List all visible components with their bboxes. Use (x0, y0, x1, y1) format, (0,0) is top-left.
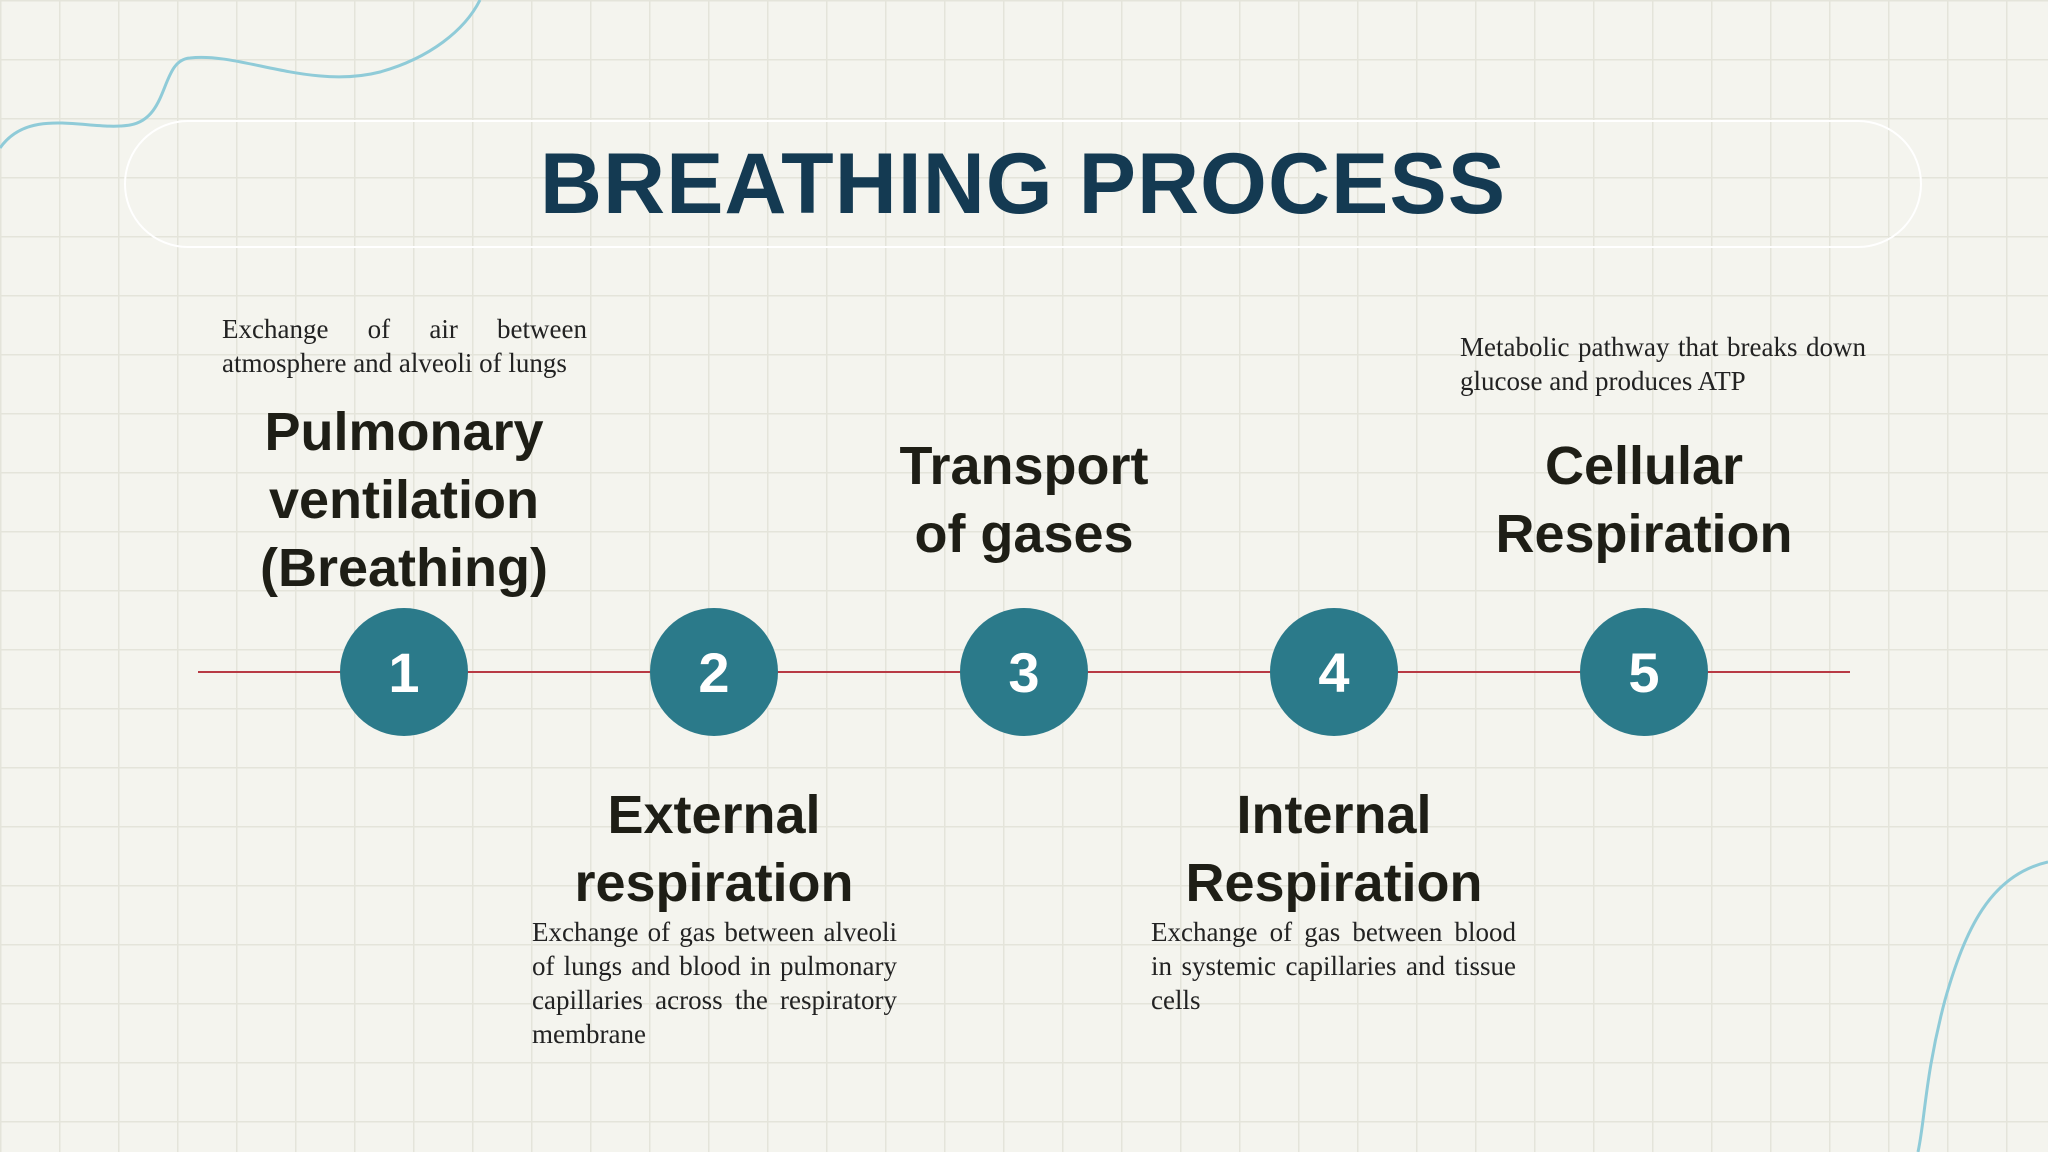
page-title: BREATHING PROCESS (539, 135, 1507, 232)
step-3-heading: Transport of gases (899, 436, 1149, 564)
title-frame (124, 120, 1922, 248)
step-1-description: Exchange of air between atmosphere and a… (222, 314, 587, 378)
step-5-heading: Cellular Respiration (1495, 436, 1793, 564)
step-2-description: Exchange of gas between alveoli of lungs… (532, 917, 897, 1049)
step-5-description: Metabolic pathway that breaks down gluco… (1460, 332, 1866, 396)
step-3-circle: 3 (960, 608, 1088, 736)
step-5-circle: 5 (1580, 608, 1708, 736)
step-2-circle: 2 (650, 608, 778, 736)
step-4-heading: Internal Respiration (1185, 785, 1483, 913)
step-2-heading: External respiration (574, 785, 854, 913)
step-4-circle: 4 (1270, 608, 1398, 736)
step-1-circle: 1 (340, 608, 468, 736)
bottom-right-curve (1916, 860, 2048, 1152)
step-4-description: Exchange of gas between blood in systemi… (1151, 917, 1516, 1015)
step-1-heading: Pulmonary ventilation (Breathing) (260, 402, 548, 598)
